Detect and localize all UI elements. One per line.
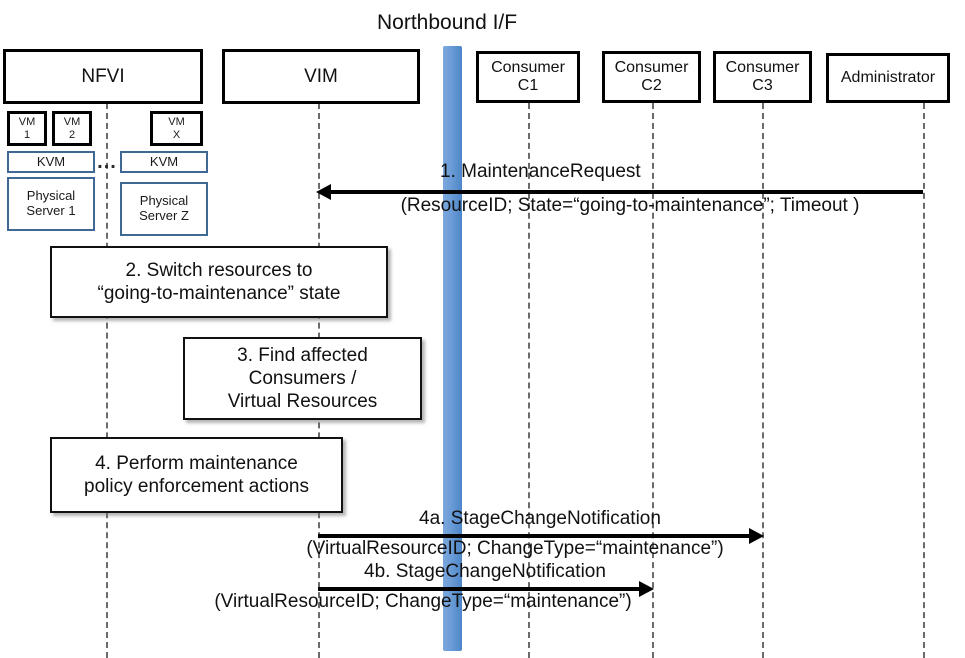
actor-consumer-c1[interactable]: Consumer C1 <box>476 51 580 103</box>
physical-server-z[interactable]: Physical Server Z <box>120 182 208 236</box>
message-1-arrow-head-icon <box>316 184 331 200</box>
step-box-3[interactable]: 3. Find affected Consumers / Virtual Res… <box>183 337 422 420</box>
physical-server-1-label: Physical Server 1 <box>26 188 76 218</box>
message-1-params: (ResourceID; State=“going-to-maintenance… <box>400 195 860 216</box>
northbound-interface-bar <box>443 46 462 651</box>
actor-vim-label: VIM <box>304 65 338 87</box>
message-4a-arrow-head-icon <box>749 528 764 544</box>
vm-box-x-label: VM X <box>168 116 185 141</box>
message-4b-arrow-line <box>318 587 640 591</box>
physical-server-1[interactable]: Physical Server 1 <box>7 177 95 231</box>
message-4a-params: (VirtualResourceID; ChangeType=“maintena… <box>306 538 724 559</box>
page-title: Northbound I/F <box>377 11 518 34</box>
lifeline-consumer-c1 <box>528 103 530 658</box>
physical-server-z-label: Physical Server Z <box>139 193 189 223</box>
step-box-2[interactable]: 2. Switch resources to “going-to-mainten… <box>50 246 388 318</box>
message-4b-arrow-head-icon <box>639 581 654 597</box>
actor-administrator[interactable]: Administrator <box>826 53 950 103</box>
lifeline-administrator <box>923 103 925 658</box>
kvm-box-1-label: KVM <box>36 153 66 169</box>
step-box-4-text: 4. Perform maintenance policy enforcemen… <box>84 452 309 497</box>
step-box-3-text: 3. Find affected Consumers / Virtual Res… <box>227 344 378 413</box>
kvm-box-2-label: KVM <box>149 153 179 169</box>
vm-box-2[interactable]: VM 2 <box>52 111 92 146</box>
actor-consumer-c2[interactable]: Consumer C2 <box>602 51 701 103</box>
message-1-title: 1. MaintenanceRequest <box>440 161 641 182</box>
message-4a-title: 4a. StageChangeNotification <box>419 508 661 529</box>
step-box-2-text: 2. Switch resources to “going-to-mainten… <box>97 259 341 304</box>
actor-consumer-c3-label: Consumer C3 <box>725 59 800 94</box>
actor-nfvi-label: NFVI <box>81 65 125 87</box>
actor-consumer-c2-label: Consumer C2 <box>614 59 689 94</box>
vm-box-1[interactable]: VM 1 <box>7 111 47 146</box>
message-1-arrow-line <box>331 190 923 194</box>
actor-administrator-label: Administrator <box>840 69 936 87</box>
message-4a-arrow-line <box>318 534 750 538</box>
server-group-ellipsis: ... <box>97 151 117 173</box>
actor-vim[interactable]: VIM <box>222 49 420 104</box>
actor-consumer-c1-label: Consumer C1 <box>491 59 565 94</box>
kvm-box-2[interactable]: KVM <box>120 151 208 173</box>
kvm-box-1[interactable]: KVM <box>7 151 95 173</box>
vm-box-1-label: VM 1 <box>18 116 36 141</box>
actor-nfvi[interactable]: NFVI <box>3 49 203 104</box>
step-box-4[interactable]: 4. Perform maintenance policy enforcemen… <box>50 437 343 513</box>
lifeline-consumer-c3 <box>762 103 764 658</box>
message-4b-params: (VirtualResourceID; ChangeType=“maintena… <box>214 591 632 612</box>
message-4b-title: 4b. StageChangeNotification <box>364 561 606 582</box>
lifeline-nfvi <box>106 103 108 658</box>
actor-consumer-c3[interactable]: Consumer C3 <box>713 51 812 103</box>
vm-box-x[interactable]: VM X <box>150 111 203 146</box>
vm-box-2-label: VM 2 <box>63 116 81 141</box>
lifeline-consumer-c2 <box>652 103 654 658</box>
